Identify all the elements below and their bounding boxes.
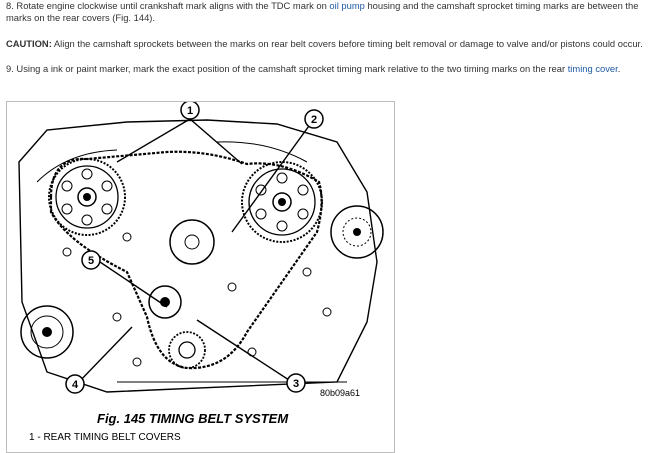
caution-text: Align the camshaft sprockets between the… — [51, 38, 643, 49]
step-8-text: 8. Rotate engine clockwise until cranksh… — [6, 0, 330, 11]
right-camshaft-sprocket — [241, 161, 323, 243]
caution-label: CAUTION: — [6, 38, 52, 49]
callout-1: 1 — [180, 102, 200, 120]
callout-3: 3 — [286, 373, 306, 393]
bolts — [62, 232, 332, 367]
callout-3-label: 3 — [293, 378, 299, 390]
timing-belt-diagram: 1 2 3 4 5 — [18, 102, 384, 394]
callout-2-label: 2 — [311, 114, 317, 126]
callout-2: 2 — [304, 109, 324, 129]
step-8-text-cont: housing and the camshaft sprocket timing… — [364, 0, 639, 11]
callout-1-label: 1 — [187, 105, 193, 117]
left-camshaft-sprocket — [48, 158, 126, 236]
step-8-line-2: marks on the rear covers (Fig. 144). — [6, 12, 156, 23]
figure-code: 80b09a61 — [320, 388, 361, 398]
engine-block-outline — [18, 119, 378, 393]
leader-lines — [76, 118, 315, 385]
step-9-line: 9. Using a ink or paint marker, mark the… — [6, 63, 620, 75]
step-9-end: . — [617, 63, 621, 74]
figure-caption: Fig. 145 TIMING BELT SYSTEM — [97, 411, 289, 426]
crankshaft-sprocket — [168, 331, 206, 369]
timing-cover-link[interactable]: timing cover — [567, 63, 618, 74]
accessory-pulley — [20, 305, 74, 359]
water-pump-pulley — [169, 219, 215, 265]
callout-4-label: 4 — [72, 379, 79, 391]
step-8-line-1: 8. Rotate engine clockwise until cranksh… — [6, 0, 638, 12]
cover-edges — [36, 141, 308, 183]
timing-belt — [49, 150, 323, 370]
callout-4: 4 — [65, 374, 85, 394]
oil-pump-link[interactable]: oil pump — [329, 0, 365, 11]
caution-line: CAUTION: Align the camshaft sprockets be… — [6, 38, 643, 50]
step-9-text: 9. Using a ink or paint marker, mark the… — [6, 63, 568, 74]
callout-5-label: 5 — [88, 255, 94, 267]
idler-pulley — [148, 285, 182, 319]
legend-item-1: 1 - REAR TIMING BELT COVERS — [29, 432, 181, 443]
alternator — [330, 205, 384, 259]
figure-145: 1 2 3 4 5 80b09a61 Fig. 145 TIMING BELT … — [6, 101, 395, 453]
callout-5: 5 — [81, 250, 101, 270]
